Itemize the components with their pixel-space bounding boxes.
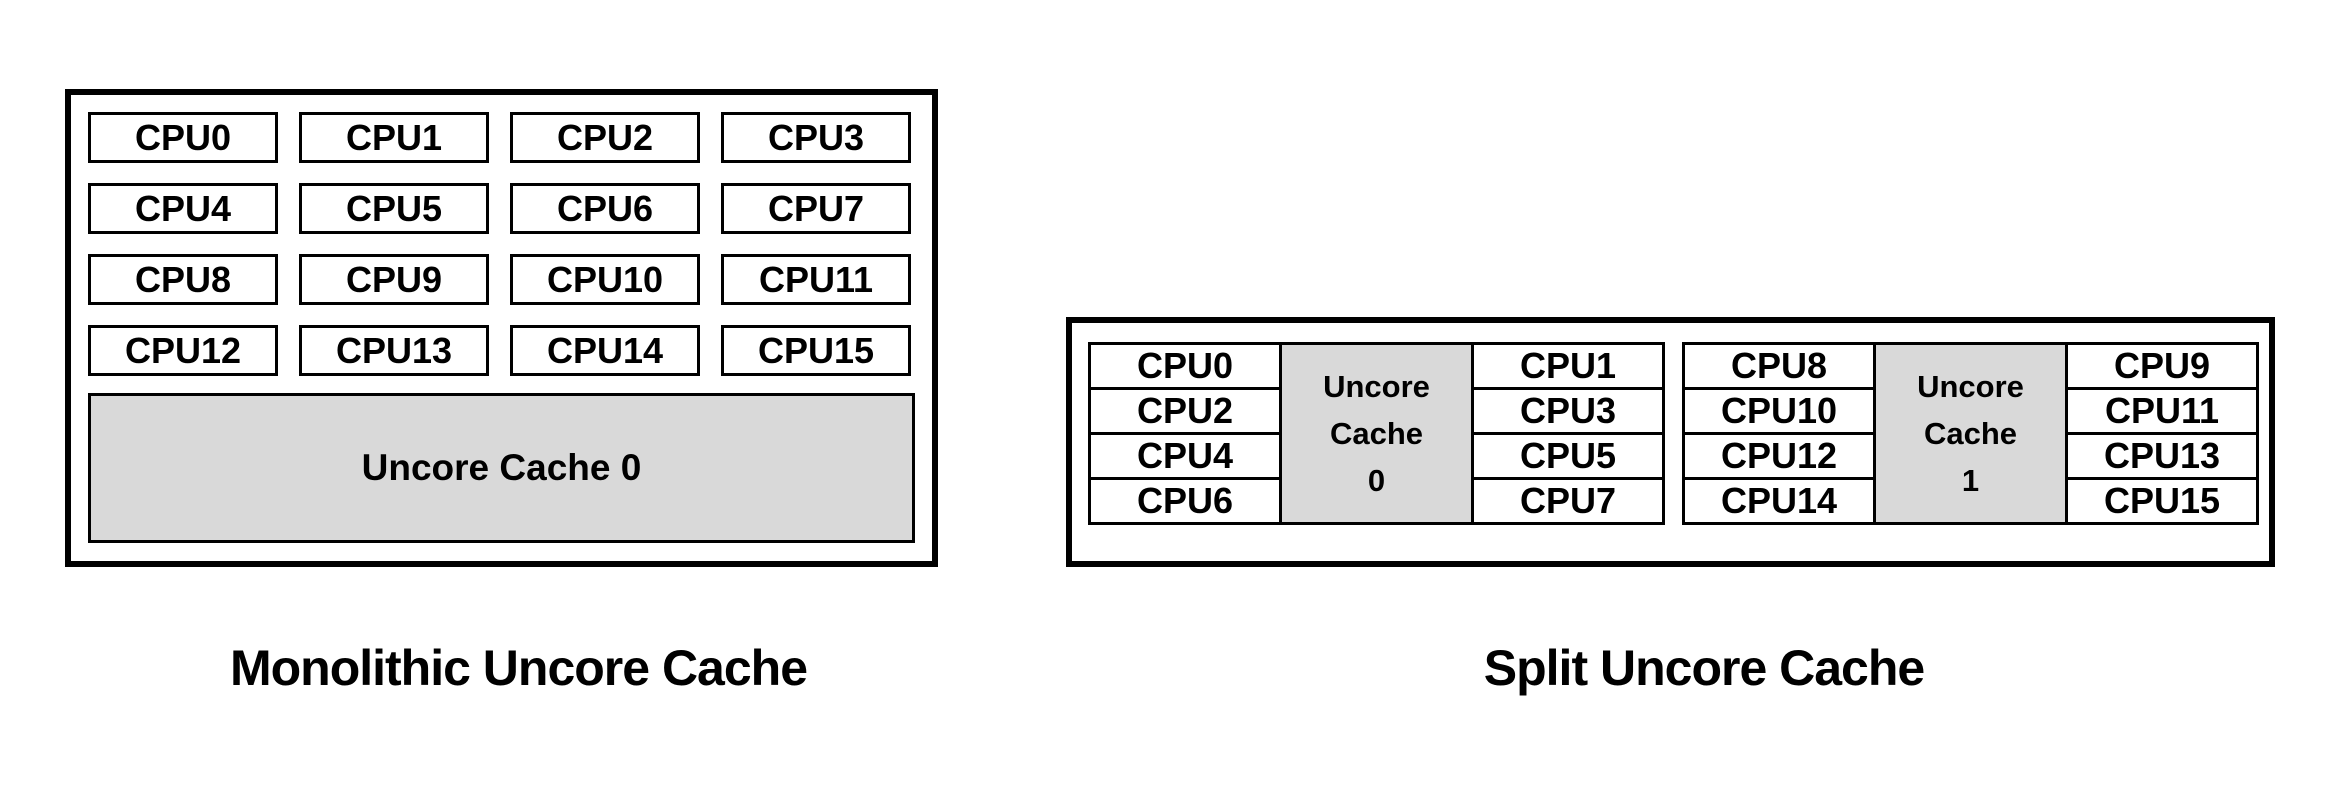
cpu-box: CPU11 <box>721 254 911 305</box>
table-row: CPU2 CPU3 <box>1088 387 1665 435</box>
cpu-box: CPU13 <box>299 325 489 376</box>
cpu-cell: CPU3 <box>1471 387 1665 435</box>
cpu-cell: CPU6 <box>1088 477 1282 525</box>
split-caption: Split Uncore Cache <box>1483 640 1925 696</box>
monolithic-chip-box: CPU0 CPU1 CPU2 CPU3 CPU4 CPU5 CPU6 CPU7 … <box>65 89 938 567</box>
cpu-box: CPU4 <box>88 183 278 234</box>
cpu-cell: CPU5 <box>1471 432 1665 480</box>
monolithic-caption: Monolithic Uncore Cache <box>229 640 808 696</box>
cpu-box: CPU6 <box>510 183 700 234</box>
cpu-box: CPU0 <box>88 112 278 163</box>
cpu-box: CPU14 <box>510 325 700 376</box>
cpu-cell: CPU0 <box>1088 342 1282 390</box>
cache-group-0: CPU0 Uncore Cache 0 CPU1 CPU2 CPU3 CPU4 … <box>1088 342 1665 525</box>
cpu-box: CPU3 <box>721 112 911 163</box>
table-row: CPU8 Uncore Cache 1 CPU9 <box>1682 342 2259 525</box>
table-row: CPU4 CPU5 <box>1088 432 1665 480</box>
cpu-cell: CPU7 <box>1471 477 1665 525</box>
cpu-cell: CPU10 <box>1682 387 1876 435</box>
uncore-cache-0-cell: Uncore Cache 0 <box>1279 342 1474 525</box>
cache-group-1: CPU8 Uncore Cache 1 CPU9 CPU10 CPU11 CPU… <box>1682 342 2259 525</box>
table-row: CPU12 CPU13 <box>1682 432 2259 480</box>
cpu-cell: CPU11 <box>2065 387 2259 435</box>
cpu-cell: CPU15 <box>2065 477 2259 525</box>
cpu-box: CPU9 <box>299 254 489 305</box>
cpu-cell: CPU4 <box>1088 432 1282 480</box>
cpu-cell: CPU2 <box>1088 387 1282 435</box>
cpu-cell: CPU12 <box>1682 432 1876 480</box>
split-chip-box: CPU0 Uncore Cache 0 CPU1 CPU2 CPU3 CPU4 … <box>1066 317 2275 567</box>
cpu-cell: CPU1 <box>1471 342 1665 390</box>
cpu-box: CPU12 <box>88 325 278 376</box>
cpu-cell: CPU9 <box>2065 342 2259 390</box>
cpu-box: CPU8 <box>88 254 278 305</box>
cpu-cell: CPU8 <box>1682 342 1876 390</box>
cpu-box: CPU7 <box>721 183 911 234</box>
cpu-box: CPU1 <box>299 112 489 163</box>
cpu-box: CPU5 <box>299 183 489 234</box>
table-row: CPU10 CPU11 <box>1682 387 2259 435</box>
cpu-cell: CPU14 <box>1682 477 1876 525</box>
uncore-cache-1-cell: Uncore Cache 1 <box>1873 342 2068 525</box>
monolithic-cpu-grid: CPU0 CPU1 CPU2 CPU3 CPU4 CPU5 CPU6 CPU7 … <box>88 112 911 376</box>
cpu-box: CPU15 <box>721 325 911 376</box>
table-row: CPU0 Uncore Cache 0 CPU1 <box>1088 342 1665 525</box>
table-row: CPU6 CPU7 <box>1088 477 1665 525</box>
cpu-box: CPU10 <box>510 254 700 305</box>
cpu-cell: CPU13 <box>2065 432 2259 480</box>
cpu-box: CPU2 <box>510 112 700 163</box>
uncore-cache-0-box: Uncore Cache 0 <box>88 393 915 543</box>
table-row: CPU14 CPU15 <box>1682 477 2259 525</box>
